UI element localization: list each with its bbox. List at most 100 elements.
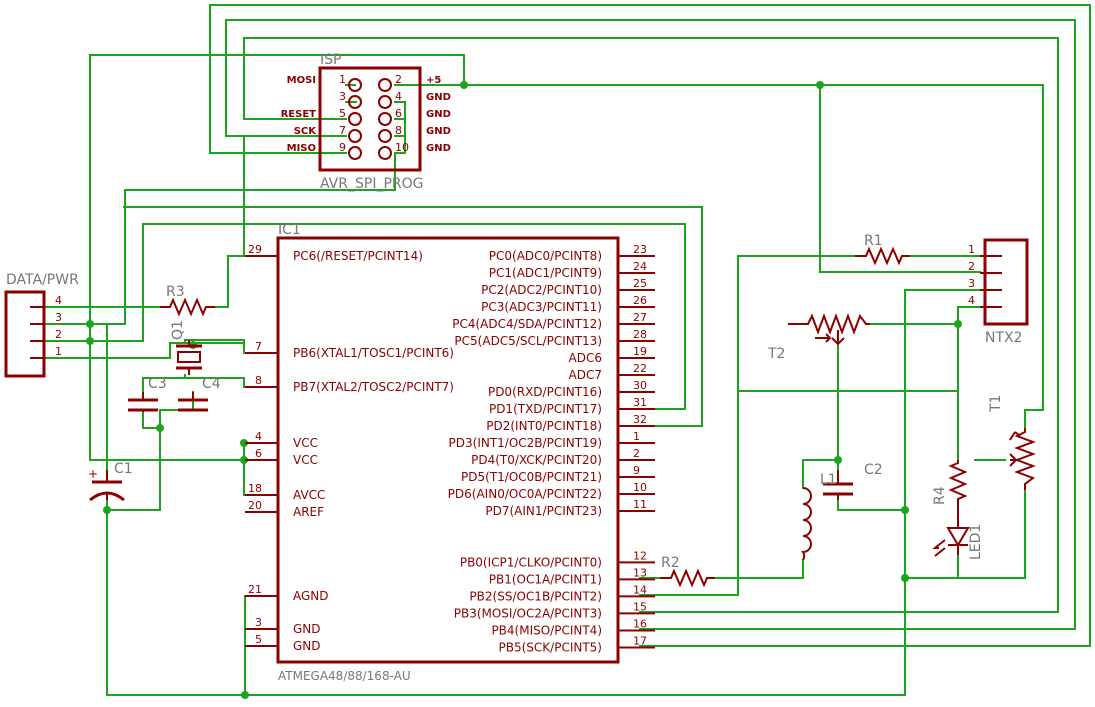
- ic-pin-number: 14: [633, 583, 647, 596]
- isp-name: ISP: [320, 52, 341, 68]
- ic-pin-signal: PB2(SS/OC1B/PCINT2): [469, 589, 602, 603]
- isp-pin-ring: [378, 129, 392, 143]
- q1-label: Q1: [170, 320, 186, 340]
- ic-pin-number: 19: [633, 345, 647, 358]
- ic-pin-number: 22: [633, 362, 647, 375]
- resistor-r3: R3: [160, 284, 215, 317]
- ic-pin-signal: PD2(INT0/PCINT18): [486, 419, 602, 433]
- ic-pin-signal: PC5(ADC5/SCL/PCINT13): [454, 334, 602, 348]
- ic-pin-signal: PD0(RXD/PCINT16): [488, 385, 602, 399]
- isp-pin-number: 5: [339, 107, 346, 120]
- isp-pin-ring: [378, 112, 392, 126]
- trimmer-t2: T2: [767, 313, 870, 362]
- isp-pin-number: 2: [395, 73, 402, 86]
- r4-label: R4: [932, 486, 948, 505]
- inductor-l1: L1: [801, 472, 837, 561]
- ic-pin-number: 2: [633, 447, 640, 460]
- ic-pin-number: 17: [633, 634, 647, 647]
- ic-pin-signal: PC4(ADC4/SDA/PCINT12): [452, 317, 602, 331]
- connector-pin-number: 1: [968, 243, 975, 256]
- isp-pin-ring: [378, 78, 392, 92]
- c4-label: C4: [202, 376, 221, 392]
- isp-pin-ring: [348, 95, 362, 109]
- junction-dot: [901, 506, 909, 514]
- ic-pin-signal: PD6(AIN0/OC0A/PCINT22): [448, 487, 602, 501]
- isp-pin-number: 4: [395, 90, 402, 103]
- crystal-q1: Q1: [170, 320, 202, 375]
- isp-value: AVR_SPI_PROG: [320, 176, 423, 192]
- ic-pin-signal: PB3(MOSI/OC2A/PCINT3): [454, 606, 602, 620]
- connector-pin-number: 4: [968, 294, 975, 307]
- isp-signal-label: GND: [426, 143, 451, 154]
- wire-xtal: [184, 339, 245, 388]
- junction-dot: [103, 506, 111, 514]
- isp-pin-ring: [348, 146, 362, 160]
- ic-pin-signal: PC2(ADC2/PCINT10): [481, 283, 602, 297]
- wire-pd1: [123, 206, 703, 427]
- ic-pin-number: 6: [255, 447, 262, 460]
- ic-pin-number: 30: [633, 379, 647, 392]
- c1-polarity: +: [88, 467, 98, 481]
- isp-signal-label: MISO: [287, 143, 316, 154]
- ic-pin-number: 29: [248, 243, 262, 256]
- wire-pb2: [639, 255, 981, 596]
- ic-pin-signal: VCC: [293, 453, 318, 467]
- isp-header: ISP AVR_SPI_PROG 1MOSI35RESET7SCK9MISO2+…: [281, 52, 451, 192]
- data-pwr-body: [4, 290, 46, 378]
- isp-pin-number: 10: [395, 141, 409, 154]
- ic-body: [276, 236, 620, 664]
- isp-pin-ring: [348, 78, 362, 92]
- ic-pin-signal: PD4(T0/XCK/PCINT20): [471, 453, 602, 467]
- ic-pin-signal: PB5(SCK/PCINT5): [499, 640, 602, 654]
- wire-pwr1: [44, 342, 246, 359]
- ic-pin-number: 18: [248, 482, 262, 495]
- isp-signal-label: GND: [426, 126, 451, 137]
- capacitor-c2: C2: [823, 462, 883, 500]
- ic-pin-number: 31: [633, 396, 647, 409]
- trimmer-t1: T1: [988, 395, 1036, 490]
- ic-pin-signal: PD3(INT1/OC2B/PCINT19): [449, 436, 602, 450]
- ic-pin-number: 5: [255, 633, 262, 646]
- isp-pin-ring: [378, 146, 392, 160]
- connector-pin-number: 4: [55, 294, 62, 307]
- c1-label: C1: [114, 461, 133, 477]
- isp-signal-label: GND: [426, 109, 451, 120]
- wire-t2-r4: [737, 390, 959, 461]
- r1-label: R1: [864, 233, 883, 249]
- wire-l1: [802, 459, 906, 511]
- ic-pin-signal: AREF: [293, 505, 324, 519]
- ic-pin-number: 20: [248, 499, 262, 512]
- isp-pin-ring: [348, 112, 362, 126]
- ic-pin-signal: PD5(T1/OC0B/PCINT21): [461, 470, 602, 484]
- junction-dot: [460, 81, 468, 89]
- junction-dot: [241, 691, 249, 699]
- resistor-r2: R2: [660, 555, 715, 588]
- wires: [44, 4, 1091, 696]
- ic-pin-number: 16: [633, 617, 647, 630]
- ic-pin-number: 13: [633, 566, 647, 579]
- ic-pin-number: 27: [633, 311, 647, 324]
- ic-pin-signal: PB1(OC1A/PCINT1): [489, 572, 602, 586]
- connector-pin-number: 3: [55, 311, 62, 324]
- isp-pin-number: 8: [395, 124, 402, 137]
- t1-label: T1: [988, 395, 1004, 413]
- isp-body: [318, 66, 422, 172]
- ic-pin-signal: PD1(TXD/PCINT17): [489, 402, 602, 416]
- ic-pin-signal: PB0(ICP1/CLKO/PCINT0): [460, 555, 602, 569]
- junction-dot: [954, 320, 962, 328]
- ic-value: ATMEGA48/88/168-AU: [278, 669, 411, 683]
- ic-pin-number: 24: [633, 260, 647, 273]
- r3-label: R3: [166, 284, 185, 300]
- ic-pin-number: 28: [633, 328, 647, 341]
- ic-pin-signal: PC0(ADC0/PCINT8): [489, 249, 602, 263]
- wire-gnd-bottom: [244, 289, 981, 696]
- ic-pin-signal: PC6(/RESET/PCINT14): [293, 249, 423, 263]
- ic-pin-signal: AGND: [293, 589, 329, 603]
- resistor-r1: R1: [855, 233, 910, 266]
- t2-label: T2: [767, 346, 785, 362]
